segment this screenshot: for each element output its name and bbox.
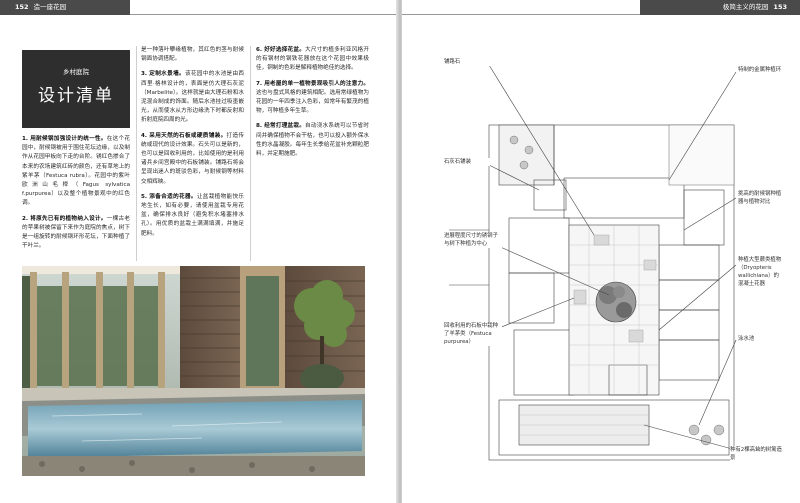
- annotation-pool: 泳水池: [738, 335, 782, 343]
- annotation-limestone: 石灰石铺装: [444, 158, 490, 166]
- checklist-item: 4. 采用天然的石板或硬质铺装。打造传统或现代的设计效果。石头可以是新的，也可以…: [141, 132, 244, 185]
- checklist-item: 1. 用耐候钢加强设计的统一性。在这个花园中，耐候钢被用于围住花坛边缘，以及制作…: [22, 136, 130, 207]
- checklist-item: 2. 将原先已有的植物纳入设计。一棵古老的苹果树被保留下来作为庭院的焦点，树下是…: [22, 215, 130, 250]
- column-divider: [136, 46, 137, 261]
- left-page-number: 152: [15, 3, 29, 11]
- garden-plan: 铺路石 石灰石铺装 进展程度尺寸的锈钢子与树下种植为中心 回收利用的石板中栽种了…: [444, 30, 782, 482]
- column-divider: [250, 46, 251, 261]
- checklist-item: 3. 定制水景墙。该花园中的水池是由西西里·格林设计的，表面是仿大理石灰泥（Ma…: [141, 71, 244, 124]
- title-box: 乡村庭院 设计清单: [22, 50, 130, 128]
- annotation-steel-rings-tree: 进展程度尺寸的锈钢子与树下种植为中心: [444, 232, 502, 248]
- book-gutter: [396, 0, 404, 503]
- left-top-rule: [130, 14, 398, 15]
- left-running-head: 152 造一座花园: [0, 0, 130, 15]
- right-running-head: 极简主义的花园 153: [640, 0, 800, 15]
- right-running-title: 极简主义的花园: [722, 3, 769, 11]
- text-column-1: 1. 用耐候钢加强设计的统一性。在这个花园中，耐候钢被用于围住花坛边缘，以及制作…: [22, 135, 130, 257]
- right-top-rule: [402, 14, 640, 15]
- pool-patio-illustration: [22, 266, 365, 476]
- left-running-title: 造一座花园: [33, 3, 67, 11]
- right-page: 极简主义的花园 153: [402, 0, 800, 503]
- checklist-item: 5. 添备合适的花器。让盆栽植物能快乐地生长，如有必要，请使用盆栽专用花盆，确保…: [141, 193, 244, 237]
- annotation-fern-concrete-planter: 种植大型蕨类植物（Dryopteris wallichiana）的混凝土花器: [738, 256, 782, 288]
- garden-photo: [22, 266, 365, 476]
- right-page-number: 153: [773, 3, 787, 11]
- checklist-item: 7. 用老屋的单一植物景观吸引人的注意力。这也与盘式风格的建筑相配。选用常绿植物…: [256, 80, 369, 115]
- section-kicker: 乡村庭院: [63, 68, 89, 76]
- annotation-metal-planter-ring: 特制的金属种植环: [738, 66, 782, 74]
- checklist-item: 是一种落叶攀缘植物，其红色的茎与耐候钢面协调搭配。: [141, 47, 244, 63]
- checklist-item: 6. 好好选择花盆。大尺寸的植多利亚风格开的有钢材的钢铁花器放在这个花园中效果极…: [256, 47, 369, 72]
- annotation-reclaimed-slabs: 回收利用的石板中栽种了羊茅类（Festuca purpurea）: [444, 322, 502, 346]
- annotation-hedge-trees: 种有2棵高耸的树篱造景: [730, 446, 782, 462]
- checklist-item: 8. 经常打理盆栽。自动浇水系统可以节省时间并确保植物不会干枯，也可以投入额外保…: [256, 123, 369, 158]
- text-column-3: 6. 好好选择花盆。大尺寸的植多利亚风格开的有钢材的钢铁花器放在这个花园中效果极…: [256, 46, 369, 165]
- site-plan-drawing: [449, 64, 737, 461]
- annotation-paving: 铺路石: [444, 58, 490, 66]
- page-title: 设计清单: [38, 86, 114, 106]
- annotation-raised-steel-planters: 挑高的耐候钢种植器与植物对比: [738, 190, 782, 206]
- central-tree: [595, 281, 637, 323]
- text-column-2: 是一种落叶攀缘植物，其红色的茎与耐候钢面协调搭配。 3. 定制水景墙。该花园中的…: [141, 46, 244, 245]
- left-page: 152 造一座花园 乡村庭院 设计清单 1. 用耐候钢加强设计的统一性。在这个花…: [0, 0, 398, 503]
